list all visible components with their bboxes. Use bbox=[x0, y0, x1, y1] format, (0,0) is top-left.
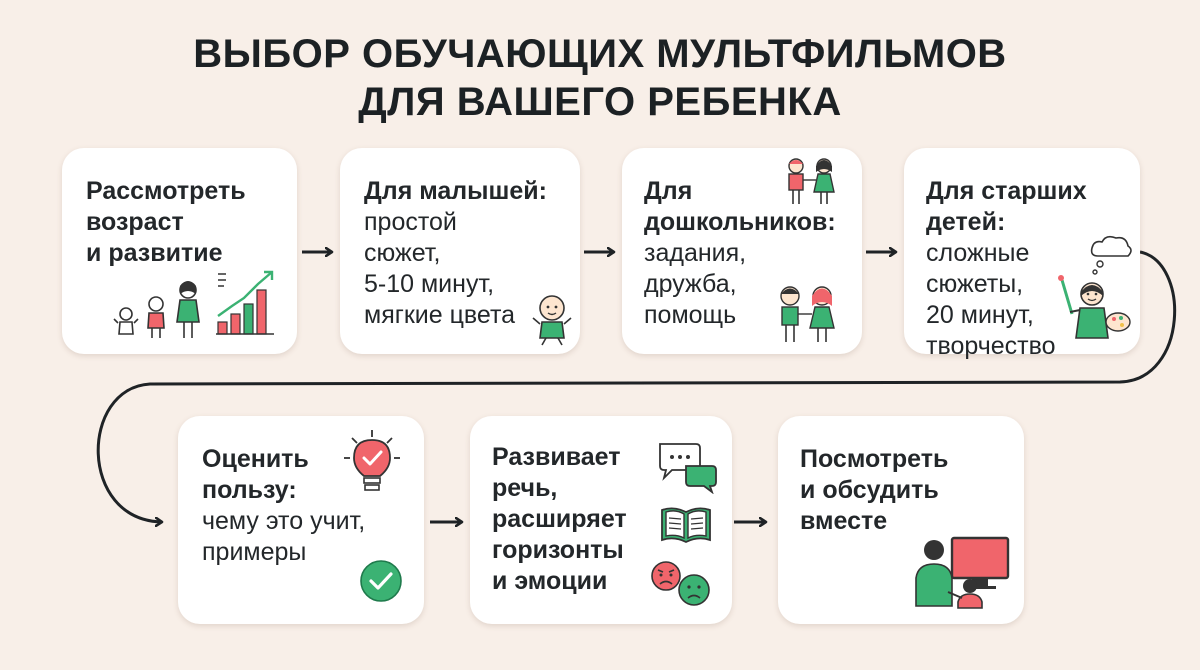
step7-line3: вместе bbox=[800, 507, 888, 535]
step4-heading-1: Для старших bbox=[926, 177, 1087, 205]
step5-line1: чему это учит, bbox=[202, 507, 366, 535]
children-growth-icon bbox=[113, 281, 200, 338]
step4-line4: творчество bbox=[926, 332, 1056, 360]
step2-line2: сюжет, bbox=[364, 239, 441, 267]
step3-heading-1: Для bbox=[644, 177, 693, 205]
open-book-icon bbox=[661, 507, 711, 544]
step3-line2: дружба, bbox=[644, 270, 737, 298]
boy-girl-icon-2 bbox=[780, 286, 835, 342]
step6-line4: горизонты bbox=[492, 536, 624, 564]
lightbulb-check-icon bbox=[344, 430, 400, 491]
step2-line3: 5-10 минут, bbox=[364, 270, 495, 298]
step4-line3: 20 минут, bbox=[926, 301, 1034, 329]
painting-child-icon bbox=[1058, 275, 1131, 339]
step7-line2: и обсудить bbox=[800, 476, 939, 504]
step6-line1: Развивает bbox=[492, 443, 621, 471]
step7-line1: Посмотреть bbox=[800, 445, 949, 473]
arrow-wrap-4-5 bbox=[96, 250, 1177, 522]
speech-bubbles-icon bbox=[659, 443, 717, 494]
step6-line3: расширяет bbox=[492, 505, 627, 533]
step-card-consider-age: Рассмотреть возраст и развитие bbox=[62, 148, 297, 354]
page-title: ВЫБОР ОБУЧАЮЩИХ МУЛЬТФИЛЬМОВ ДЛЯ ВАШЕГО … bbox=[0, 30, 1200, 126]
step5-heading-1: Оценить bbox=[202, 445, 309, 473]
step5-line2: примеры bbox=[202, 538, 307, 566]
title-line-2: ДЛЯ ВАШЕГО РЕБЕНКА bbox=[358, 80, 842, 124]
step1-line1: Рассмотреть bbox=[86, 177, 246, 205]
step4-line1: сложные bbox=[926, 239, 1030, 267]
emotion-faces-icon bbox=[651, 561, 710, 606]
title-line-1: ВЫБОР ОБУЧАЮЩИХ МУЛЬТФИЛЬМОВ bbox=[193, 32, 1007, 76]
step3-heading-2: дошкольников: bbox=[644, 208, 836, 236]
step3-line1: задания, bbox=[644, 239, 747, 267]
step2-heading: Для малышей: bbox=[364, 177, 547, 205]
step4-heading-2: детей: bbox=[926, 208, 1006, 236]
step5-heading-2: пользу: bbox=[202, 476, 297, 504]
step2-line1: простой bbox=[364, 208, 457, 236]
step4-line2: сюжеты, bbox=[926, 270, 1024, 298]
step-card-develops-speech: Развивает речь, расширяет горизонты и эм… bbox=[470, 416, 732, 624]
step-card-toddlers: Для малышей: простой сюжет, 5-10 минут, … bbox=[340, 148, 580, 354]
growth-chart-icon bbox=[216, 270, 274, 335]
thought-cloud-icon bbox=[1090, 235, 1132, 275]
boy-girl-icon bbox=[788, 158, 835, 204]
watching-tv-together-icon bbox=[915, 536, 1010, 609]
step3-line3: помощь bbox=[644, 301, 737, 329]
step-card-watch-together: Посмотреть и обсудить вместе bbox=[778, 416, 1024, 624]
step-card-evaluate-benefit: Оценить пользу: чему это учит, примеры bbox=[178, 416, 424, 624]
step6-line5: и эмоции bbox=[492, 567, 608, 595]
step1-line2: возраст bbox=[86, 208, 184, 236]
step-card-preschoolers: Для дошкольников: задания, дружба, помощ… bbox=[622, 148, 862, 354]
step-card-older-children: Для старших детей: сложные сюжеты, 20 ми… bbox=[904, 148, 1140, 360]
checkmark-circle-icon bbox=[360, 560, 402, 602]
baby-icon bbox=[532, 295, 572, 346]
step2-line4: мягкие цвета bbox=[364, 301, 516, 329]
step6-line2: речь, bbox=[492, 474, 558, 502]
step1-line3: и развитие bbox=[86, 239, 223, 267]
